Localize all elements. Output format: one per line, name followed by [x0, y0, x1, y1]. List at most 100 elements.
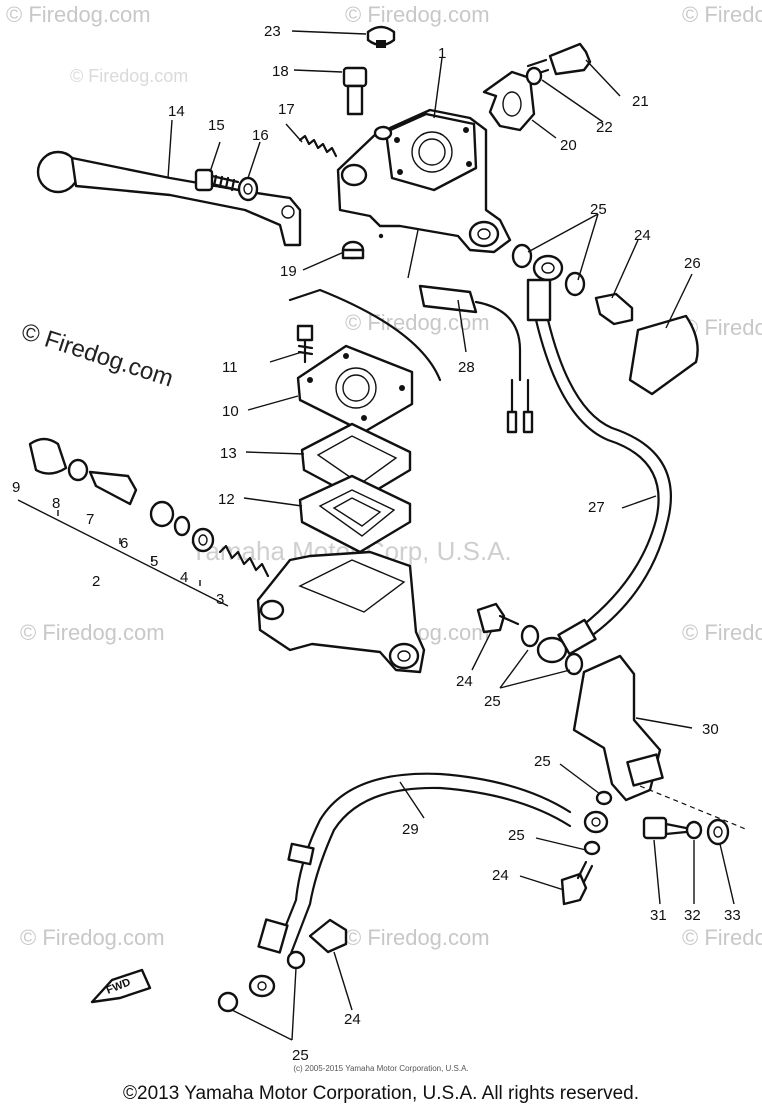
part-label-26: 26: [684, 255, 701, 272]
part-label-29: 29: [402, 821, 419, 838]
part-label-15: 15: [208, 117, 225, 134]
screw-15: [194, 168, 240, 192]
banjo-fitting-lower-right: [583, 810, 609, 834]
washer-25-caliper-a: [286, 950, 306, 970]
part-label-7: 7: [86, 511, 94, 528]
watermark-bottom-center: © Firedog.com: [345, 925, 490, 950]
part-label-17: 17: [278, 101, 295, 118]
cover-10: [296, 344, 414, 434]
part-label-8: 8: [52, 495, 60, 512]
brake-switch-28: [418, 284, 534, 434]
watermark-mid: © Firedog.com: [345, 310, 490, 335]
washer-25-top-b: [564, 271, 586, 297]
washer-25-top-a: [511, 243, 533, 269]
banjo-fitting-caliper: [248, 974, 276, 998]
part-label-3: 3: [216, 591, 224, 608]
nut-16: [237, 176, 259, 202]
part-label-32: 32: [684, 907, 701, 924]
part-label-30: 30: [702, 721, 719, 738]
part-label-25-top: 25: [590, 201, 607, 218]
master-cylinder-body-lower: [256, 550, 426, 674]
banjo-fitting-top: [526, 254, 564, 322]
part-label-28: 28: [458, 359, 475, 376]
part-label-20: 20: [560, 137, 577, 154]
washer-25-mid-b: [564, 652, 584, 676]
part-label-22: 22: [596, 119, 613, 136]
master-cylinder: [336, 108, 512, 254]
part-label-13: 13: [220, 445, 237, 462]
part-label-33: 33: [724, 907, 741, 924]
part-label-11: 11: [222, 359, 238, 376]
washer-25-mid-a: [520, 624, 540, 648]
part-label-25-mid: 25: [484, 693, 501, 710]
watermark-left-dark: © Firedog.com: [18, 318, 176, 392]
part-label-4: 4: [180, 569, 188, 586]
bolt-31: [642, 816, 688, 840]
washer-32: [685, 820, 703, 840]
clamp-20: [482, 70, 536, 132]
part-label-1: 1: [438, 45, 446, 62]
washer-22: [525, 66, 543, 86]
washer-25-lower-b: [583, 840, 601, 856]
washer-25-caliper-b: [217, 991, 239, 1013]
part-label-23: 23: [264, 23, 281, 40]
banjo-bolt-24-caliper: [308, 918, 348, 954]
part-label-16: 16: [252, 127, 269, 144]
cup-4: [191, 527, 215, 553]
watermark-top-center: © Firedog.com: [345, 2, 490, 27]
part-label-18: 18: [272, 63, 289, 80]
part-label-6: 6: [120, 535, 128, 552]
banjo-bolt-24-mid: [476, 602, 520, 634]
copyright-footer: ©2013 Yamaha Motor Corporation, U.S.A. A…: [123, 1083, 639, 1104]
leader-lines: [167, 30, 735, 1041]
brake-hose-29: [257, 772, 572, 958]
spring-17: [298, 134, 338, 158]
part-label-25-caliper: 25: [292, 1047, 309, 1064]
mounting-axis-line: [639, 785, 749, 831]
collar-19: [341, 240, 365, 260]
spring-3: [218, 544, 270, 578]
assembly-bracket-2: [17, 499, 229, 607]
diaphragm-12: [298, 474, 412, 554]
banjo-fitting-mid: [536, 618, 597, 664]
cup-6: [149, 500, 175, 528]
part-label-27: 27: [588, 499, 605, 516]
circlip-8: [67, 458, 89, 482]
watermark-bottom-left: © Firedog.com: [20, 925, 165, 950]
piston-7: [88, 470, 138, 506]
watermark-top-left-2: © Firedog.com: [70, 66, 188, 86]
diaphragm-13: [300, 422, 412, 502]
part-label-2: 2: [92, 573, 100, 590]
small-copyright-note: (c) 2005-2015 Yamaha Motor Corporation, …: [293, 1064, 469, 1073]
washer-33: [706, 818, 730, 846]
part-label-25-lower-a: 25: [534, 753, 551, 770]
part-label-25-lower-b: 25: [508, 827, 525, 844]
boot-9: [28, 437, 68, 475]
part-label-21: 21: [632, 93, 649, 110]
screw-11: [296, 324, 314, 364]
bolt-18: [342, 66, 368, 116]
part-label-24-mid: 24: [456, 673, 473, 690]
reservoir-outline: [288, 288, 442, 382]
part-label-5: 5: [150, 553, 158, 570]
brake-lever: [36, 150, 302, 247]
watermark-left-lower: © Firedog.com: [20, 620, 165, 645]
washer-25-lower-a: [595, 790, 613, 806]
watermark-top-left: © Firedog.com: [6, 2, 151, 27]
part-label-24-lower: 24: [492, 867, 509, 884]
banjo-bolt-24-lower: [560, 860, 594, 906]
three-way-joint-30: [572, 654, 664, 802]
part-label-12: 12: [218, 491, 235, 508]
part-number-labels: 23 18 1 14 15 16 17 19 21 22 20 25 24 26…: [12, 23, 741, 1064]
watermark-bottom-right: © Firedog.com: [682, 925, 762, 950]
part-label-31: 31: [650, 907, 667, 924]
banjo-bolt-24-top: [594, 292, 634, 326]
part-label-9: 9: [12, 479, 20, 496]
watermark-right-lower: © Firedog.com: [682, 620, 762, 645]
rubber-boot-26: [628, 314, 699, 396]
forward-direction-icon: FWD: [90, 968, 152, 1004]
part-label-24-caliper: 24: [344, 1011, 361, 1028]
cup-5: [173, 515, 191, 537]
